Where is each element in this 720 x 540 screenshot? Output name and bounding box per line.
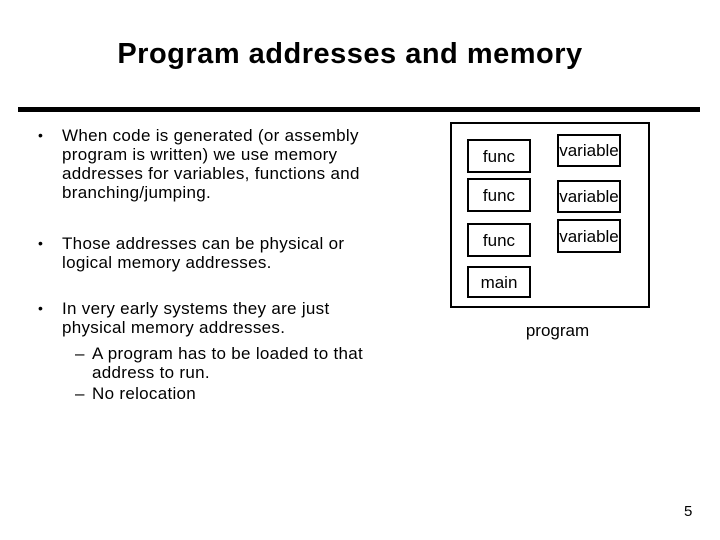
main-box: main [467,266,531,298]
page-title: Program addresses and memory [117,38,583,70]
func-box-label: func [482,146,516,166]
variable-box-1: variable [557,134,621,167]
bullet-text: When code is generated (or assembly prog… [62,126,360,202]
variable-box-3: variable [557,219,621,253]
main-box-label: main [480,272,518,292]
variable-box-label: variable [559,187,619,206]
bullet-dot-icon: • [38,235,44,251]
bullet-item: • Those addresses can be physical or log… [38,234,390,272]
program-label: program [525,321,590,340]
func-box-label: func [482,185,516,205]
dash-icon: – [75,344,85,363]
bullet-text: In very early systems they are just phys… [62,299,330,337]
variable-box-label: variable [559,141,619,160]
bullet-dot-icon: • [38,127,44,143]
func-box-label: func [482,230,516,250]
bullet-text: No relocation [92,384,197,403]
bullet-text: Those addresses can be physical or logic… [62,234,345,272]
bullet-item: • When code is generated (or assembly pr… [38,126,390,202]
sub-bullet-item: – No relocation [38,384,390,403]
func-box-2: func [467,178,531,212]
sub-bullet-item: – A program has to be loaded to that add… [38,344,390,382]
func-box-3: func [467,223,531,257]
bullet-list: • When code is generated (or assembly pr… [38,126,390,403]
func-box-1: func [467,139,531,173]
variable-box-2: variable [557,180,621,213]
variable-box-label: variable [559,226,619,246]
bullet-dot-icon: • [38,300,44,316]
dash-icon: – [75,384,85,403]
page-number: 5 [684,503,693,520]
bullet-item: • In very early systems they are just ph… [38,299,390,337]
bullet-text: A program has to be loaded to that addre… [92,344,364,382]
title-underline [18,107,700,112]
